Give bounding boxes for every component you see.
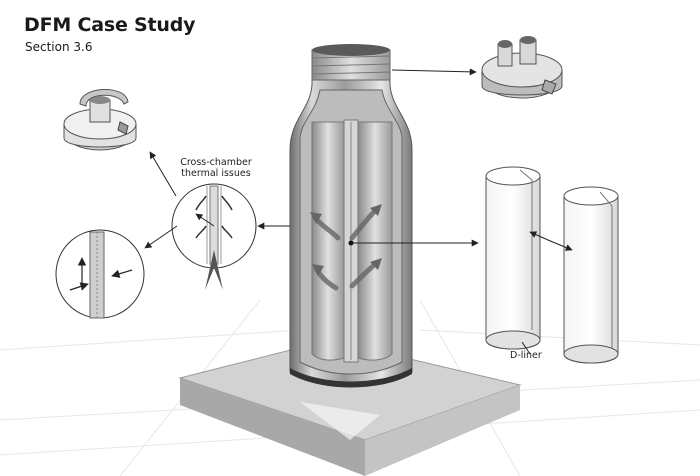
d-liner-label: D-liner: [510, 350, 542, 361]
d-liner-left: [485, 166, 541, 350]
thermal-detail-magnifier: [171, 183, 257, 290]
page-title: DFM Case Study: [24, 14, 196, 36]
wall-section-magnifier: [55, 229, 145, 319]
thermal-issues-callout: Cross-chamber thermal issues: [176, 157, 256, 179]
leader-lines: [144, 68, 573, 355]
thermal-callout-line-2: thermal issues: [181, 168, 251, 179]
anchor-dot: [348, 240, 354, 246]
lid-top-left: [63, 89, 137, 151]
d-liner-right: [563, 186, 619, 364]
thermal-callout-line-1: Cross-chamber: [180, 157, 252, 168]
section-subtitle: Section 3.6: [25, 40, 93, 54]
lid-top-right: [481, 36, 563, 99]
bottle-cutaway: [289, 44, 413, 388]
pedestal: [178, 339, 522, 476]
